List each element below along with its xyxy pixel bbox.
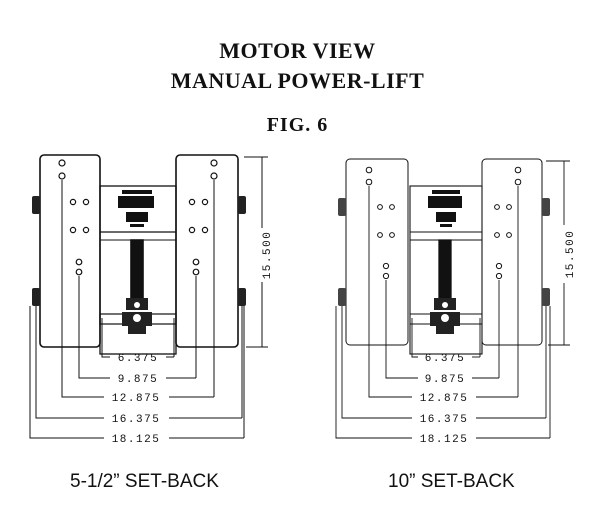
right-lift-rod	[438, 239, 452, 307]
right-dim-6375: 6.375	[425, 353, 466, 365]
left-dim-9875: 9.875	[118, 374, 159, 386]
right-dim-9875: 9.875	[425, 374, 466, 386]
left-nameplate	[118, 190, 154, 227]
right-dim-16375: 16.375	[420, 414, 469, 426]
left-height-dimension: 15.500	[262, 231, 274, 280]
left-dim-6375: 6.375	[118, 353, 159, 365]
left-side-plate	[39, 154, 101, 348]
right-view-caption: 10” SET-BACK	[388, 471, 515, 492]
left-side-plate-right	[175, 154, 239, 348]
left-dim-12875: 12.875	[112, 393, 161, 405]
left-dim-16375: 16.375	[112, 414, 161, 426]
right-height-dimension: 15.500	[565, 230, 577, 279]
right-hinge-knobs	[338, 198, 550, 306]
left-width-dimension-lines	[29, 180, 245, 439]
left-bolt-holes	[58, 159, 218, 276]
right-width-dimension-lines	[335, 186, 551, 439]
left-jack-plate-drawing	[29, 154, 268, 439]
right-dim-12875: 12.875	[420, 393, 469, 405]
right-height-dimension-line	[546, 160, 570, 346]
right-nameplate	[428, 190, 462, 227]
right-bolt-holes	[365, 166, 522, 280]
left-hinge-knobs	[32, 196, 246, 306]
title-line-1: MOTOR VIEW	[219, 38, 376, 63]
left-view-caption: 5-1/2” SET-BACK	[70, 471, 219, 492]
right-side-plate-left	[345, 158, 409, 346]
right-jack-plate-drawing	[335, 158, 570, 439]
figure-label: FIG. 6	[266, 114, 329, 136]
left-height-dimension-line	[244, 156, 268, 348]
title-line-2: MANUAL POWER-LIFT	[170, 68, 425, 93]
left-lift-rod	[130, 239, 144, 309]
right-side-plate-right	[481, 158, 543, 346]
right-dim-18125: 18.125	[420, 434, 469, 446]
left-dim-18125: 18.125	[112, 434, 161, 446]
